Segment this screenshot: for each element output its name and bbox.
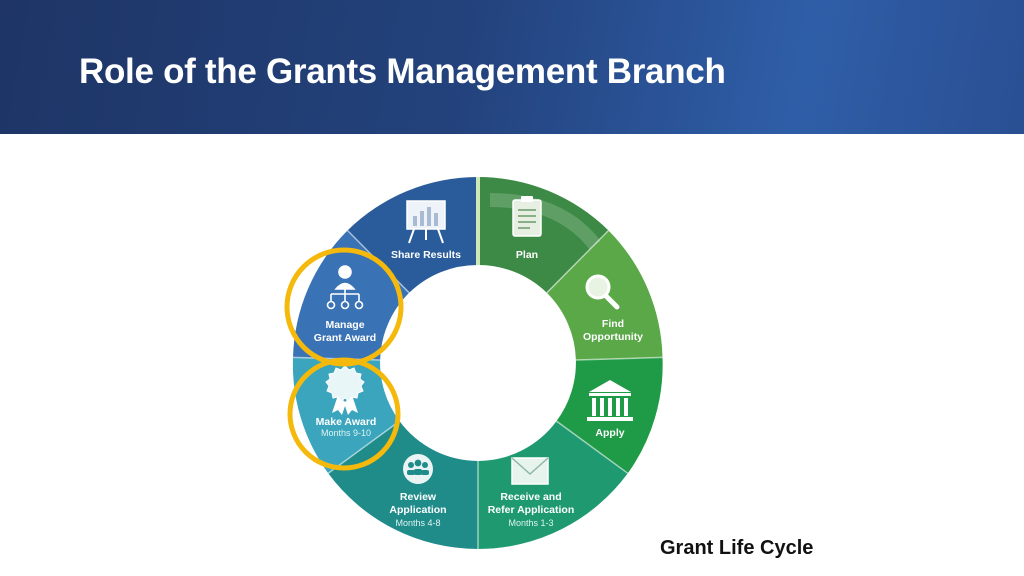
page-title: Role of the Grants Management Branch	[79, 52, 726, 91]
share-results-label: Share Results	[391, 249, 461, 261]
envelope-icon	[511, 457, 549, 485]
segment-manage-grant-award[interactable]	[293, 230, 410, 361]
receive-refer-label-2: Refer Application	[488, 504, 575, 516]
receive-refer-label-1: Receive and	[500, 491, 561, 503]
receive-refer-months: Months 1-3	[508, 518, 553, 528]
review-application-label-1: Review	[400, 491, 437, 503]
org-chart-icon	[326, 265, 364, 310]
make-award-months: Months 9-10	[321, 428, 371, 438]
segment-plan[interactable]	[478, 177, 609, 293]
header-banner	[0, 0, 1024, 134]
manage-grant-award-label-2: Grant Award	[314, 332, 376, 344]
highlight-circle-manage	[284, 247, 404, 367]
find-opportunity-label-1: Find	[602, 318, 624, 330]
plan-label: Plan	[516, 249, 538, 261]
presentation-board-icon	[406, 200, 446, 244]
cycle-arrow	[489, 193, 601, 250]
clipboard-icon	[512, 196, 542, 237]
diagram-caption: Grant Life Cycle	[660, 537, 814, 559]
manage-grant-award-label-1: Manage	[325, 319, 364, 331]
apply-label: Apply	[595, 427, 624, 439]
highlight-circle-award	[287, 357, 401, 471]
segment-make-award[interactable]	[292, 357, 400, 474]
review-application-label-2: Application	[389, 504, 446, 516]
magnifier-icon	[585, 274, 620, 310]
make-award-label: Make Award	[316, 416, 377, 428]
find-opportunity-label-2: Opportunity	[583, 331, 643, 343]
segment-review-application[interactable]	[328, 421, 478, 549]
people-icon	[403, 454, 433, 484]
bank-building-icon	[587, 380, 633, 421]
segment-receive-refer[interactable]	[478, 421, 628, 549]
review-application-months: Months 4-8	[395, 518, 440, 528]
award-ribbon-icon	[325, 365, 365, 415]
